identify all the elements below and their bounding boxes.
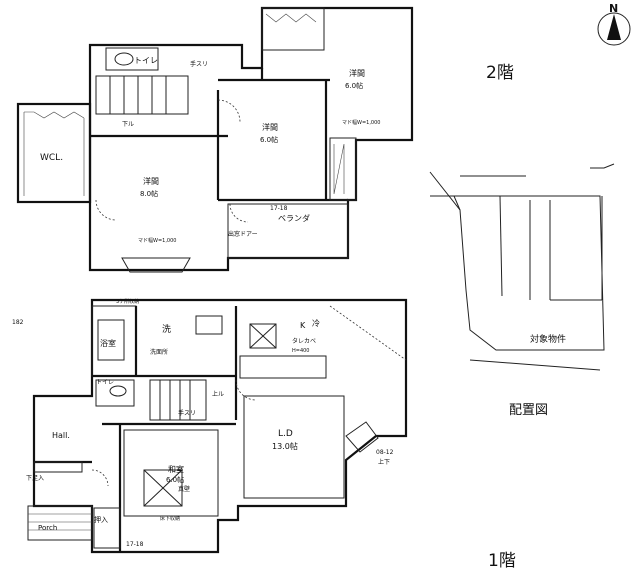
compass-letter: N: [609, 2, 618, 15]
room-ne-size: 6.0帖: [345, 81, 363, 90]
window-note-b: マド幅W=1,000: [138, 237, 176, 244]
floor2-label: 2階: [486, 63, 514, 83]
ldk-name: L.D: [278, 429, 293, 439]
floor2-toilet-label: トイレ: [134, 56, 158, 65]
north-compass-icon: N: [597, 2, 631, 46]
room-mid-size: 6.0帖: [260, 135, 278, 144]
storage-label: 床下収納: [160, 515, 180, 522]
shoe-label: 下足入: [26, 475, 44, 482]
cupboard-dim: H=400: [292, 348, 310, 354]
closet-label: 押入: [94, 515, 108, 524]
site-plan: 対象物件 配置図: [429, 163, 615, 418]
fridge-label: 冷: [312, 318, 320, 328]
utility-label: 3ケ所収納: [116, 298, 139, 305]
japanese-room-size: 6.0帖: [166, 475, 184, 484]
window-note-a: マド幅W=1,000: [342, 119, 380, 126]
bay-up-label: 上下: [378, 458, 390, 466]
room-ne-name: 洋間: [349, 68, 365, 78]
floor1-label: 1階: [488, 551, 516, 571]
porch-label: Porch: [38, 524, 57, 532]
floor1-left-mark: 182: [12, 319, 24, 326]
floor2-handrail-a: 手スリ: [190, 60, 208, 68]
room-mid-name: 洋間: [262, 122, 278, 132]
balcony-door-label: 出窓ドアー: [228, 230, 258, 238]
room-sw-name: 洋間: [143, 176, 159, 186]
washroom-label: 洗面所: [150, 348, 168, 356]
floor2-plan: WCL. トイレ 手スリ 下ル 洋間 6.0帖 洋間 6.0帖 洋: [16, 6, 414, 273]
ldk-size: 13.0帖: [272, 441, 298, 451]
wcl-label: WCL.: [40, 153, 63, 163]
stair-up-label: 上ル: [212, 390, 224, 398]
floor1-toilet-label: トイレ: [96, 379, 114, 386]
veranda-dim: 17-18: [270, 205, 288, 212]
floor2-handrail-b: 下ル: [122, 121, 134, 128]
floor1-plan: 浴室 3ケ所収納 洗 洗面所 トイレ 上ル 手スリ K 冷 タレカベ H=400…: [12, 298, 408, 554]
bath-label: 浴室: [100, 338, 116, 348]
room-sw-size: 8.0帖: [140, 189, 158, 198]
site-target-label: 対象物件: [530, 333, 566, 345]
veranda-label: ベランダ: [278, 213, 310, 223]
cupboard-label: タレカベ: [292, 337, 316, 345]
floor1-bottom-dim: 17-18: [126, 541, 144, 548]
bay-dim: 08-12: [376, 449, 394, 456]
hall-label: Hall.: [52, 431, 70, 440]
kitchen-label: K: [300, 321, 306, 330]
wash-label: 洗: [162, 323, 171, 335]
site-plan-title: 配置図: [509, 403, 548, 418]
japanese-room-name: 和室: [168, 464, 184, 474]
floor1-handrail: 手スリ: [178, 409, 196, 417]
japanese-room-note: 真壁: [178, 485, 190, 493]
